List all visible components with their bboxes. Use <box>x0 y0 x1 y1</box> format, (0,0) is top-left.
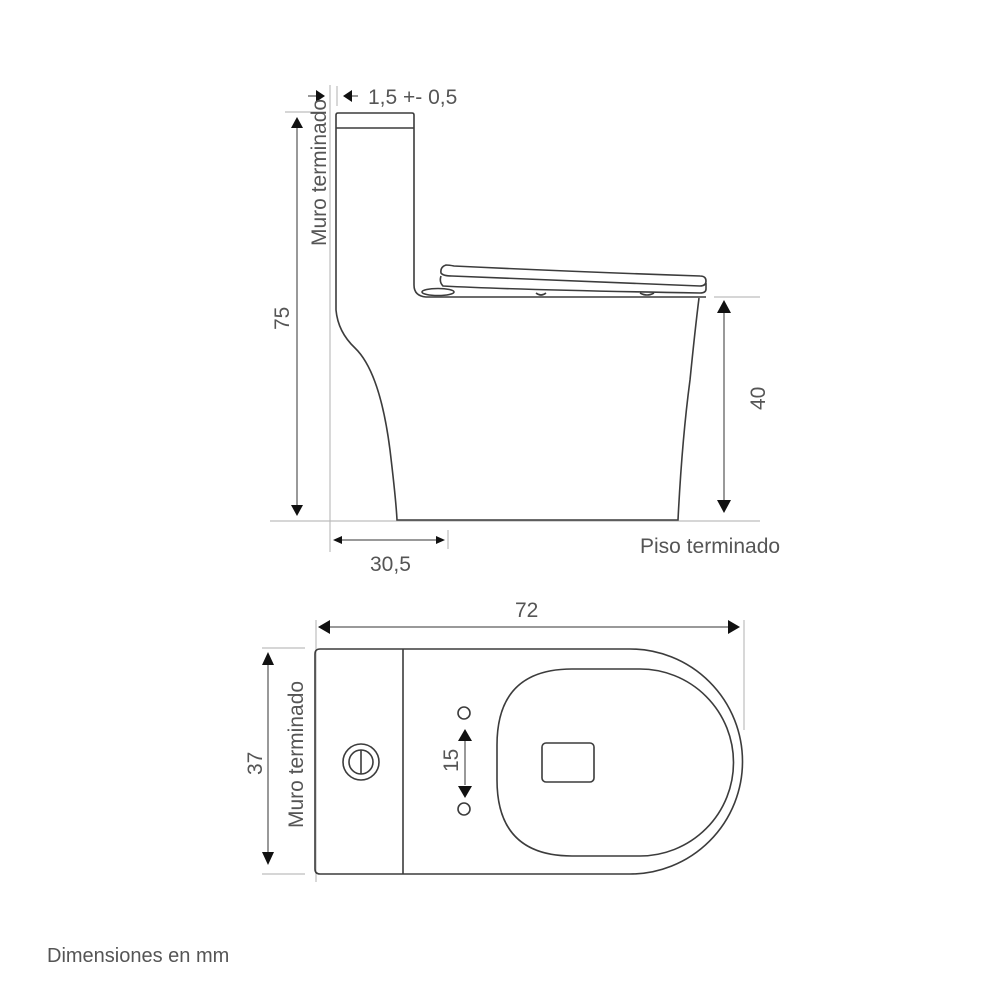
seat-height-label: 40 <box>747 387 770 410</box>
arrow-left-icon <box>343 90 352 102</box>
width-label: 37 <box>244 752 267 775</box>
length-dimension: 72 <box>318 599 740 634</box>
bolt-hole <box>457 706 471 720</box>
rough-in-dimension: 30,5 <box>333 536 445 576</box>
bolt-hole <box>457 802 471 816</box>
arrow-up-icon <box>458 729 472 741</box>
rough-in-label: 30,5 <box>370 553 411 576</box>
arrow-up-icon <box>291 117 303 128</box>
arrow-down-icon <box>458 786 472 798</box>
top-wall-label: Muro terminado <box>285 681 308 828</box>
bolt-spacing-dimension: 15 <box>440 729 472 798</box>
arrow-down-icon <box>717 500 731 513</box>
wall-gap-label: 1,5 +- 0,5 <box>368 86 457 109</box>
arrow-right-icon <box>316 90 325 102</box>
side-view: 1,5 +- 0,5 75 Muro terminado <box>270 85 780 576</box>
toilet-side-outline <box>335 112 707 521</box>
hinge <box>421 287 455 297</box>
arrow-up-icon <box>717 300 731 313</box>
height-dimension: 75 Muro terminado <box>271 99 331 516</box>
side-wall-label: Muro terminado <box>308 99 331 246</box>
arrow-down-icon <box>262 852 274 865</box>
drain-outlet <box>541 742 595 783</box>
arrow-left-icon <box>333 536 342 544</box>
toilet-top-outline <box>314 648 744 875</box>
units-note: Dimensiones en mm <box>47 945 229 967</box>
arrow-left-icon <box>318 620 330 634</box>
floor-label: Piso terminado <box>640 535 780 558</box>
lid <box>440 264 707 287</box>
arrow-right-icon <box>728 620 740 634</box>
bolt-spacing-label: 15 <box>440 749 463 772</box>
arrow-down-icon <box>291 505 303 516</box>
arrow-up-icon <box>262 652 274 665</box>
length-label: 72 <box>515 599 538 622</box>
height-label: 75 <box>271 307 294 330</box>
bowl <box>496 668 735 857</box>
width-dimension: 37 Muro terminado <box>244 652 308 865</box>
seat-height-dimension: 40 <box>717 300 770 513</box>
flush-button-icon <box>342 743 380 781</box>
top-view: 72 37 Muro terminado 15 <box>244 599 745 882</box>
wall-gap-dimension: 1,5 +- 0,5 <box>308 86 457 109</box>
arrow-right-icon <box>436 536 445 544</box>
